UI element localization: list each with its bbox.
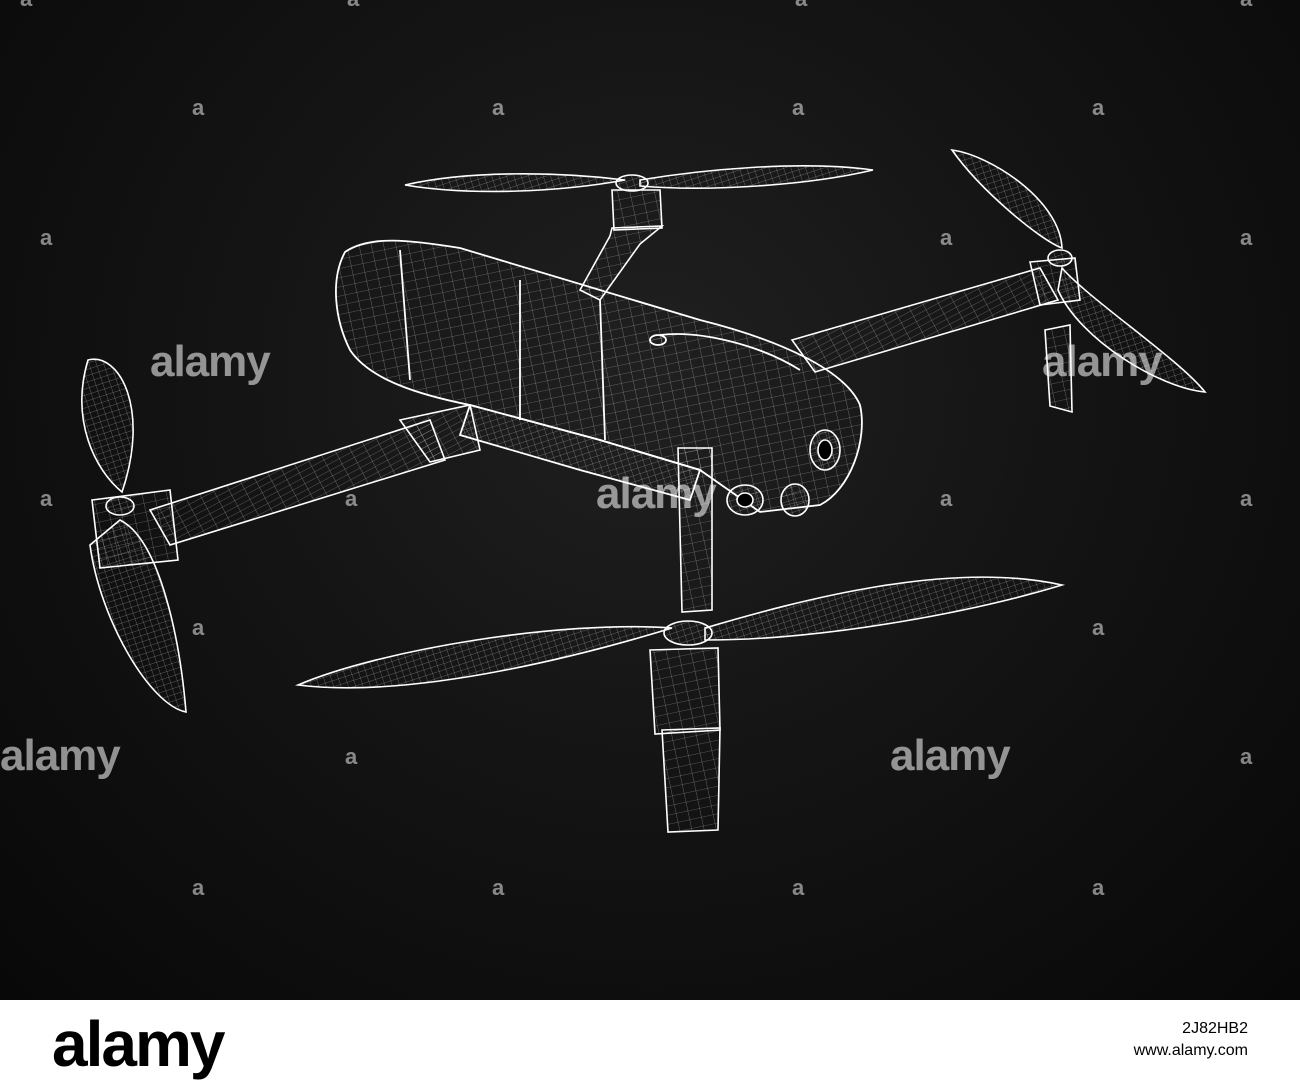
propeller-left [81,358,187,713]
watermark-mark: a [795,0,807,10]
drone-body [335,239,863,513]
motor-top [578,189,665,302]
propeller-front [294,576,1066,689]
watermark-mark: a [492,875,505,900]
propeller-top [404,165,874,193]
footer-image-info: 2J82HB2 www.alamy.com [1134,1018,1248,1061]
camera-gimbal [726,429,841,517]
footer-logo: alamy [52,1008,225,1080]
arm-front [649,447,721,833]
watermark-mark: a [1240,0,1252,10]
watermark-mark: a [40,225,53,250]
watermark-text: alamy [150,337,271,386]
image-canvas: a a a a a a a a a a a alamy alamy a a al… [0,0,1300,1000]
watermark-mark: a [347,0,359,10]
watermark-text: alamy [1042,337,1163,386]
watermark-mark: a [940,486,953,511]
watermark-mark: a [1092,875,1105,900]
watermark-mark: a [20,0,32,10]
watermark-mark: a [345,486,358,511]
arm-left [148,404,481,546]
arm-right [790,267,1060,373]
watermark-text: alamy [890,731,1011,780]
watermark-mark: a [492,95,505,120]
watermark-text: alamy [596,469,717,518]
propeller-right [950,148,1207,414]
watermark-mark: a [192,95,205,120]
watermark-mark: a [1092,615,1105,640]
image-id: 2J82HB2 [1182,1020,1248,1037]
watermark-mark: a [792,95,805,120]
watermark-text: alamy [0,731,121,780]
watermark-mark: a [1092,95,1105,120]
watermark-mark: a [192,615,205,640]
watermark-mark: a [792,875,805,900]
watermark-mark: a [1240,744,1253,769]
drone-wireframe-illustration [81,148,1207,833]
watermark-mark: a [1240,486,1253,511]
watermark-mark: a [1240,225,1253,250]
watermark-mark: a [345,744,358,769]
watermark-mark: a [40,486,53,511]
watermark-mark: a [192,875,205,900]
site-url: www.alamy.com [1133,1041,1248,1059]
watermark-mark: a [940,225,953,250]
footer-bar: alamy 2J82HB2 www.alamy.com [0,1000,1300,1089]
